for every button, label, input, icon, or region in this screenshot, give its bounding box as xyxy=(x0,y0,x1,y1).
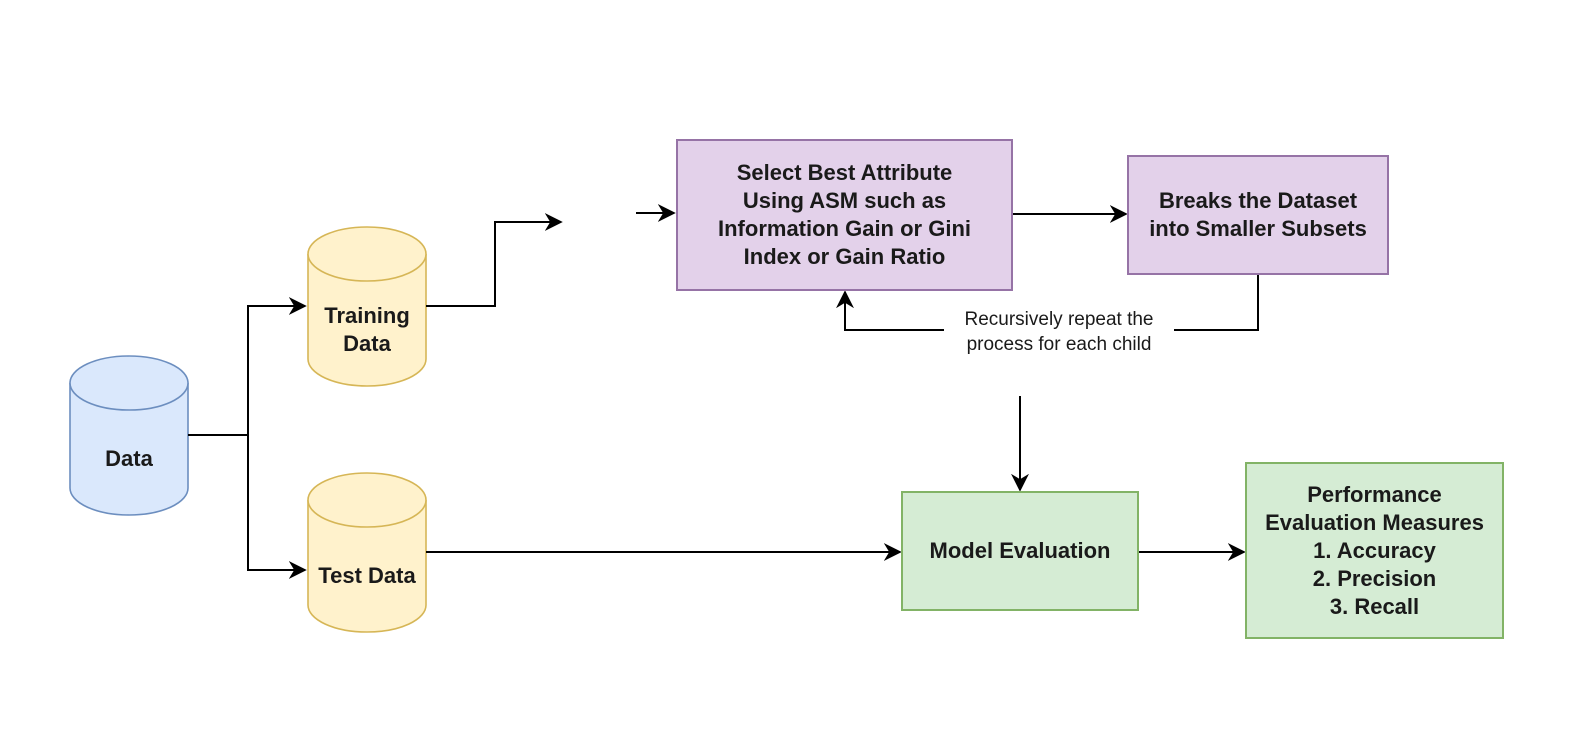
data-label: Data xyxy=(105,446,153,471)
model-evaluation-box: Model Evaluation xyxy=(901,491,1139,611)
breaks-dataset-box: Breaks the Dataset into Smaller Subsets xyxy=(1127,155,1389,275)
training-data-cylinder xyxy=(307,226,427,387)
edge-data-to-test xyxy=(247,435,307,579)
test-data-label: Test Data xyxy=(318,563,416,588)
select-attribute-box: Select Best Attribute Using ASM such as … xyxy=(676,139,1013,291)
recursive-edge-label: Recursively repeat the process for each … xyxy=(944,307,1174,357)
data-cylinder xyxy=(69,355,189,516)
performance-measures-box: Performance Evaluation Measures 1. Accur… xyxy=(1245,462,1504,639)
training-data-label: Training Data xyxy=(324,303,410,356)
test-data-cylinder xyxy=(307,472,427,633)
edge-data-to-training xyxy=(188,297,307,436)
edge-training-to-tree xyxy=(426,213,563,307)
